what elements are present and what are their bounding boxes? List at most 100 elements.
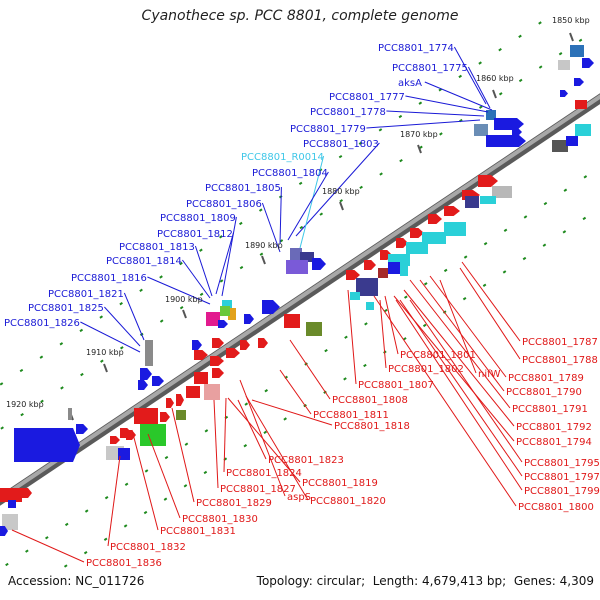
- scale-tick: [63, 564, 68, 568]
- label-leader: [215, 232, 234, 295]
- label-leader: [245, 395, 309, 501]
- gene-feature-arrow: [428, 214, 442, 224]
- scale-tick: [363, 363, 367, 368]
- gene-feature: [400, 262, 408, 276]
- gene-label-upper: aksA: [398, 78, 422, 89]
- kbp-marker: 1910 kbp: [86, 348, 124, 357]
- scale-tick: [183, 484, 188, 488]
- scale-tick: [419, 145, 423, 149]
- gene-label-upper: PCC8801_1826: [4, 318, 80, 329]
- gene-label-upper: PCC8801_R0014: [241, 152, 324, 163]
- kbp-marker: 1880 kbp: [322, 187, 360, 196]
- label-leader: [395, 299, 523, 491]
- scale-tick: [283, 417, 287, 421]
- scale-tick: [179, 261, 183, 266]
- scale-tick: [462, 296, 467, 301]
- gene-feature: [140, 424, 166, 446]
- label-leader: [289, 339, 331, 400]
- gene-feature-arrow: [194, 350, 208, 360]
- gene-feature: [406, 242, 428, 254]
- gene-feature: [68, 408, 72, 420]
- gene-feature-arrow: [192, 340, 202, 350]
- label-leader: [399, 299, 523, 477]
- gene-label-lower: PCC8801_1831: [160, 526, 236, 537]
- gene-label-upper: PCC8801_1816: [71, 273, 147, 284]
- scale-tick: [264, 389, 269, 393]
- accession-label: Accession:: [8, 574, 72, 588]
- gene-label-lower: PCC8801_1823: [268, 455, 344, 466]
- gene-label-lower: PCC8801_1788: [522, 355, 598, 366]
- gene-feature: [134, 408, 158, 424]
- gene-feature: [286, 260, 308, 274]
- scale-tick: [144, 469, 149, 473]
- scale-tick: [219, 235, 223, 239]
- accession-footer: Accession: NC_011726: [8, 574, 144, 588]
- scale-tick: [0, 426, 4, 430]
- gene-feature-arrow: [346, 270, 360, 280]
- scale-tick: [478, 61, 482, 65]
- scale-tick: [5, 562, 9, 567]
- kbp-marker: 1920 kbp: [6, 400, 44, 409]
- gene-label-upper: PCC8801_1778: [310, 107, 386, 118]
- gene-feature-arrow: [226, 348, 240, 358]
- scale-tick: [124, 482, 129, 486]
- scale-tick: [79, 328, 84, 333]
- gene-feature: [306, 322, 322, 336]
- scale-tick: [463, 255, 468, 259]
- label-leader: [251, 399, 333, 426]
- scale-tick: [25, 549, 29, 553]
- label-leader: [181, 259, 211, 299]
- scale-tick: [479, 105, 483, 109]
- scale-tick: [103, 537, 108, 541]
- kbp-tick: [182, 309, 187, 319]
- scale-tick: [384, 308, 388, 313]
- scale-tick: [339, 199, 344, 203]
- label-leader: [295, 142, 380, 237]
- label-leader: [347, 289, 357, 385]
- gene-feature-arrow: [138, 380, 148, 390]
- scale-tick: [0, 382, 4, 386]
- label-leader: [194, 245, 213, 297]
- gene-feature: [366, 302, 374, 310]
- gene-feature-arrow: [14, 428, 80, 462]
- accession-value: NC_011726: [75, 574, 145, 588]
- scale-tick: [358, 141, 363, 145]
- gene-label-upper: PCC8801_1812: [157, 229, 233, 240]
- scale-tick: [578, 38, 583, 42]
- scale-tick: [299, 225, 304, 230]
- scale-tick: [379, 172, 383, 176]
- gene-label-lower: PCC8801_1790: [506, 387, 582, 398]
- gene-label-lower: PCC8801_1795: [524, 458, 600, 469]
- scale-tick: [439, 132, 443, 136]
- gene-feature: [575, 124, 591, 136]
- gene-feature: [204, 384, 220, 400]
- gene-feature: [570, 45, 584, 57]
- gene-label-lower: PCC8801_1820: [310, 496, 386, 507]
- scale-tick: [418, 101, 423, 105]
- label-leader: [171, 407, 195, 503]
- gene-label-lower: PCC8801_1797: [524, 472, 600, 483]
- scale-tick: [64, 522, 69, 527]
- scale-tick: [498, 48, 502, 52]
- kbp-marker: 1860 kbp: [476, 74, 514, 83]
- gene-feature-arrow: [444, 206, 460, 216]
- gene-feature-arrow: [160, 412, 170, 422]
- scale-tick: [518, 78, 523, 83]
- label-leader: [147, 433, 181, 519]
- label-leader: [147, 276, 211, 305]
- gene-label-lower: PCC8801_1819: [302, 478, 378, 489]
- gene-feature: [552, 140, 568, 152]
- gene-feature: [2, 514, 18, 530]
- label-leader: [237, 399, 267, 460]
- kbp-tick: [261, 255, 266, 265]
- scale-tick: [422, 323, 427, 328]
- kbp-marker: 1850 kbp: [552, 16, 590, 25]
- scale-tick: [100, 359, 104, 363]
- gene-label-upper: PCC8801_1774: [378, 43, 454, 54]
- gene-feature-arrow: [76, 424, 88, 434]
- gene-feature: [558, 60, 570, 70]
- scale-tick: [99, 315, 104, 319]
- gene-features: [0, 45, 594, 536]
- gene-feature: [0, 488, 22, 502]
